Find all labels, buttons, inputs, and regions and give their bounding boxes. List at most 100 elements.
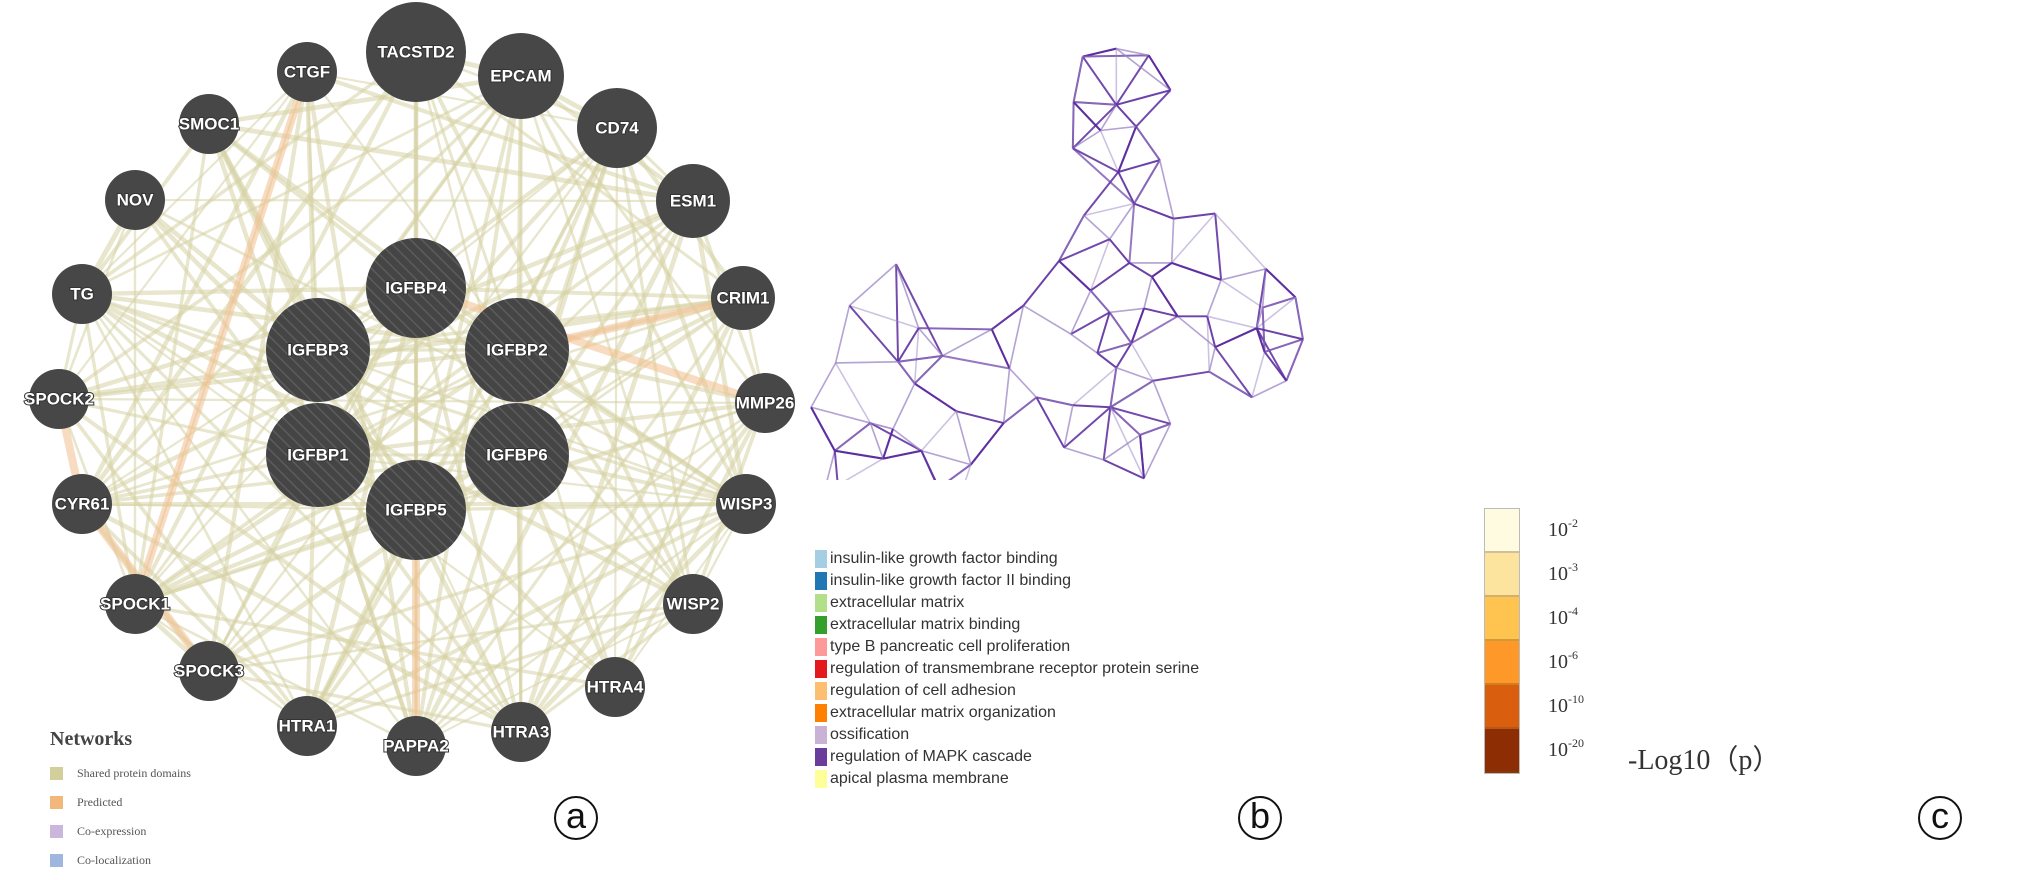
network-edge (1073, 101, 1117, 106)
gene-node-wisp3[interactable]: WISP3 (716, 474, 776, 534)
network-edge (1083, 202, 1135, 217)
network-edge (519, 75, 767, 404)
network-edge (613, 127, 619, 688)
legend-label: regulation of transmembrane receptor pro… (830, 660, 1200, 677)
gene-node-crim1[interactable]: CRIM1 (711, 266, 775, 330)
query-gene-node-igfbp5[interactable]: IGFBP5 (366, 460, 466, 560)
network-edge (1220, 279, 1264, 309)
legend-swatch (815, 726, 827, 744)
network-edge (1115, 342, 1133, 369)
network-edge (1206, 316, 1211, 372)
network-edge (920, 450, 937, 480)
query-gene-node-igfbp6[interactable]: IGFBP6 (465, 403, 569, 507)
gene-node-cyr61[interactable]: CYR61 (52, 474, 112, 534)
gene-node-circle (179, 641, 239, 701)
network-edge (1256, 327, 1304, 341)
network-edge (1265, 268, 1297, 299)
network-edge (1036, 396, 1074, 407)
network-edge (1128, 262, 1153, 278)
gene-label: SMOC1 (179, 115, 239, 134)
network-edge (316, 74, 523, 352)
gene-node-circle (465, 298, 569, 402)
network-edge (1143, 307, 1178, 318)
network-edge (134, 198, 747, 506)
network-edge (1130, 308, 1145, 344)
gene-node-tg[interactable]: TG (52, 264, 112, 324)
network-edge (1133, 202, 1175, 220)
predicted-edge (131, 70, 311, 606)
network-edge (80, 293, 309, 727)
network-edge (834, 422, 871, 452)
tick-base: 10 (1548, 606, 1568, 629)
network-edge (1102, 407, 1112, 460)
network-edge (58, 397, 766, 405)
network-edge (1109, 367, 1118, 408)
network-edge (1285, 338, 1304, 382)
network-edge (1133, 159, 1161, 205)
legend-label: extracellular matrix (830, 594, 965, 611)
network-edge (1251, 380, 1287, 399)
gene-node-ctgf[interactable]: CTGF (277, 42, 337, 102)
predicted-edge (414, 284, 767, 407)
gene-node-smoc1[interactable]: SMOC1 (178, 94, 240, 154)
network-edge (892, 383, 916, 430)
query-gene-node-igfbp1[interactable]: IGFBP1 (266, 403, 370, 507)
network-edge (1058, 260, 1092, 292)
network-edge (1115, 48, 1171, 91)
gene-node-mmp26[interactable]: MMP26 (735, 373, 795, 433)
gene-label: PAPPA2 (383, 737, 449, 756)
gene-node-spock3[interactable]: SPOCK3 (173, 641, 245, 701)
network-edge (1264, 338, 1304, 353)
network-edge (892, 428, 922, 452)
gene-node-esm1[interactable]: ESM1 (656, 164, 730, 238)
gene-node-pappa2[interactable]: PAPPA2 (382, 716, 450, 776)
query-gene-node-igfbp4[interactable]: IGFBP4 (366, 238, 466, 338)
gene-label: CYR61 (55, 495, 110, 514)
query-gene-node-igfbp2[interactable]: IGFBP2 (465, 298, 569, 402)
query-gene-node-igfbp3[interactable]: IGFBP3 (266, 298, 370, 402)
legend-label: regulation of cell adhesion (830, 682, 1016, 699)
network-edge (306, 71, 618, 129)
go-legend-item: extracellular matrix (815, 592, 1199, 614)
network-edge (1206, 316, 1217, 348)
gene-node-tacstd2[interactable]: TACSTD2 (366, 2, 466, 102)
legend-label: regulation of MAPK cascade (830, 748, 1032, 765)
network-edge (58, 285, 417, 402)
network-edge (849, 304, 919, 329)
gene-node-spock1[interactable]: SPOCK1 (99, 574, 171, 634)
network-edge (1008, 305, 1025, 369)
network-edge (80, 50, 418, 296)
gene-node-nov[interactable]: NOV (105, 170, 165, 230)
gene-node-htra3[interactable]: HTRA3 (491, 702, 551, 762)
network-edge (1263, 351, 1288, 382)
gene-node-circle (266, 298, 370, 402)
network-edge (1220, 268, 1266, 281)
network-edge (970, 422, 1005, 466)
network-edge (1143, 423, 1172, 479)
network-edge (1143, 276, 1153, 309)
gene-node-spock2[interactable]: SPOCK2 (23, 369, 95, 429)
gene-label: HTRA4 (587, 678, 644, 697)
network-edge (848, 304, 899, 363)
colorbar-tick-label: 10-2 (1548, 508, 1584, 552)
network-edge (870, 422, 894, 430)
network-edge (826, 450, 836, 480)
network-edge (1072, 129, 1101, 149)
network-edge (1008, 367, 1038, 398)
colorbar-title: -Log10（p） (1628, 745, 1781, 776)
gene-label: IGFBP5 (385, 501, 446, 520)
network-edge (414, 297, 745, 747)
network-edge (1109, 307, 1145, 314)
gene-node-circle (663, 574, 723, 634)
gene-node-cd74[interactable]: CD74 (577, 88, 657, 168)
network-edge (1262, 296, 1296, 309)
go-legend-item: regulation of MAPK cascade (815, 746, 1199, 768)
gene-node-wisp2[interactable]: WISP2 (663, 574, 723, 634)
gene-node-htra4[interactable]: HTRA4 (585, 657, 645, 717)
gene-node-circle (105, 574, 165, 634)
network-edge (1063, 405, 1074, 448)
gene-label: IGFBP3 (287, 341, 348, 360)
gene-node-htra1[interactable]: HTRA1 (277, 696, 337, 756)
gene-node-epcam[interactable]: EPCAM (478, 33, 564, 119)
